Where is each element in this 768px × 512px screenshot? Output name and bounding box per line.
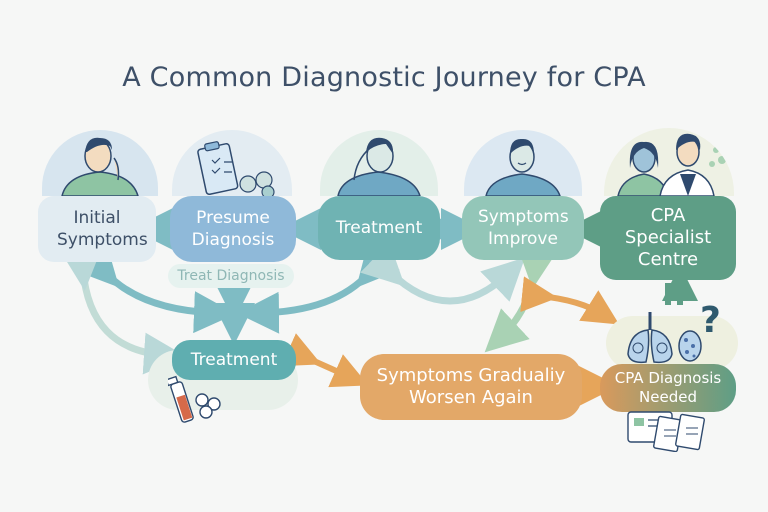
arrow-improve-loop bbox=[360, 242, 526, 305]
patient-smiling-icon bbox=[485, 138, 561, 196]
node-cpa-diagnosis-needed-label: CPA Diagnosis Needed bbox=[614, 369, 722, 406]
node-symptoms-worsen-label: Symptoms Gradualiy Worsen Again bbox=[376, 365, 566, 408]
arrow-initial-to-treatment bbox=[60, 247, 186, 375]
lungs-background-blob bbox=[606, 316, 738, 370]
doctor-patient-icon bbox=[617, 133, 726, 196]
node-cpa-specialist-centre-label: CPA Specialist Centre bbox=[624, 205, 712, 270]
question-mark-icon: ? bbox=[700, 300, 721, 341]
node-treatment-top[interactable]: Treatment bbox=[318, 196, 440, 260]
node-presume-diagnosis-label: Presume Diagnosis bbox=[191, 208, 275, 250]
node-symptoms-improve-label: Symptoms Improve bbox=[478, 207, 569, 249]
patient-thinking-icon bbox=[61, 137, 139, 196]
arrow-worsen-to-specialist bbox=[520, 276, 620, 325]
arrow-treatment-worsen bbox=[281, 333, 369, 388]
node-cpa-specialist-centre[interactable]: CPA Specialist Centre bbox=[600, 196, 736, 280]
page-title: A Common Diagnostic Journey for CPA bbox=[122, 62, 646, 93]
lungs-icon bbox=[627, 312, 702, 364]
node-initial-symptoms-label: Initial Symptoms bbox=[57, 208, 148, 250]
medical-records-icon bbox=[627, 411, 705, 452]
treat-diagnosis-label: Treat Diagnosis bbox=[168, 264, 294, 288]
node-symptoms-improve[interactable]: Symptoms Improve bbox=[462, 196, 584, 260]
node-treatment-bottom-label: Treatment bbox=[190, 350, 278, 370]
node-presume-diagnosis[interactable]: Presume Diagnosis bbox=[170, 196, 296, 262]
medicine-bottle-pills-icon bbox=[168, 375, 221, 423]
node-cpa-diagnosis-needed[interactable]: CPA Diagnosis Needed bbox=[600, 364, 736, 412]
clipboard-pills-icon bbox=[197, 141, 275, 196]
arrow-specialist-needed bbox=[668, 283, 680, 305]
node-symptoms-worsen[interactable]: Symptoms Gradualiy Worsen Again bbox=[360, 354, 582, 420]
node-treatment-top-label: Treatment bbox=[335, 218, 423, 238]
node-initial-symptoms[interactable]: Initial Symptoms bbox=[38, 196, 156, 262]
patient-headache-icon bbox=[337, 137, 421, 196]
node-treatment-bottom[interactable]: Treatment bbox=[172, 340, 296, 380]
